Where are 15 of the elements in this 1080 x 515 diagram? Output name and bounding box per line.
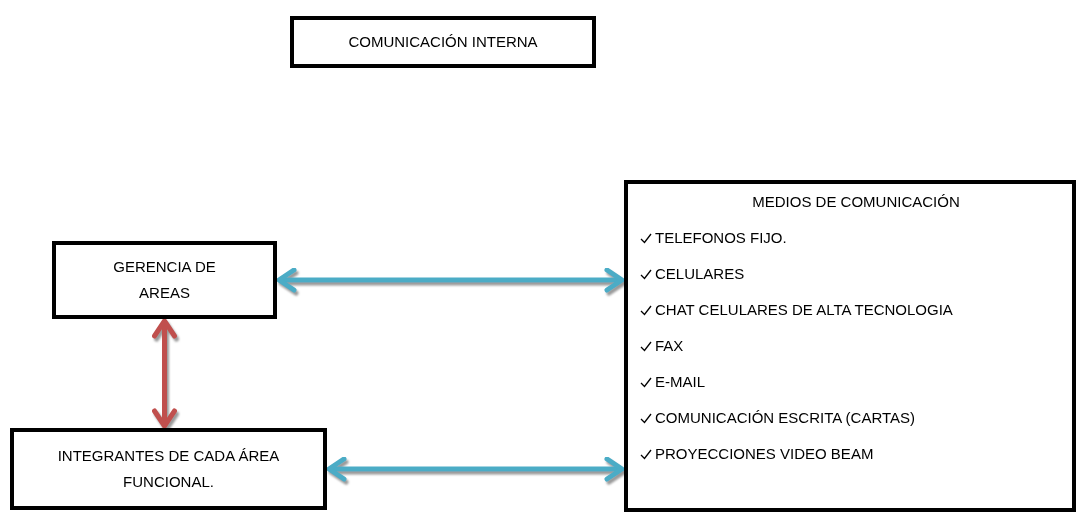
double-arrow — [152, 318, 177, 429]
list-item: COMUNICACIÓN ESCRITA (CARTAS) — [655, 407, 916, 428]
list-item: TELEFONOS FIJO. — [655, 227, 787, 248]
text-box: COMUNICACIÓN INTERNA — [290, 16, 596, 68]
list-box — [624, 180, 1076, 512]
list-item: E-MAIL — [655, 371, 705, 392]
text-box: GERENCIA DE AREAS — [52, 241, 277, 319]
list-item: PROYECCIONES VIDEO BEAM — [655, 443, 874, 464]
list-item: CELULARES — [655, 263, 745, 284]
list-item: FAX — [655, 335, 684, 356]
text-box: INTEGRANTES DE CADA ÁREA FUNCIONAL. — [10, 428, 327, 510]
double-arrow — [326, 456, 625, 482]
list-item: CHAT CELULARES DE ALTA TECNOLOGIA — [655, 299, 953, 320]
box-heading: MEDIOS DE COMUNICACIÓN — [752, 192, 960, 212]
double-arrow — [276, 267, 625, 293]
